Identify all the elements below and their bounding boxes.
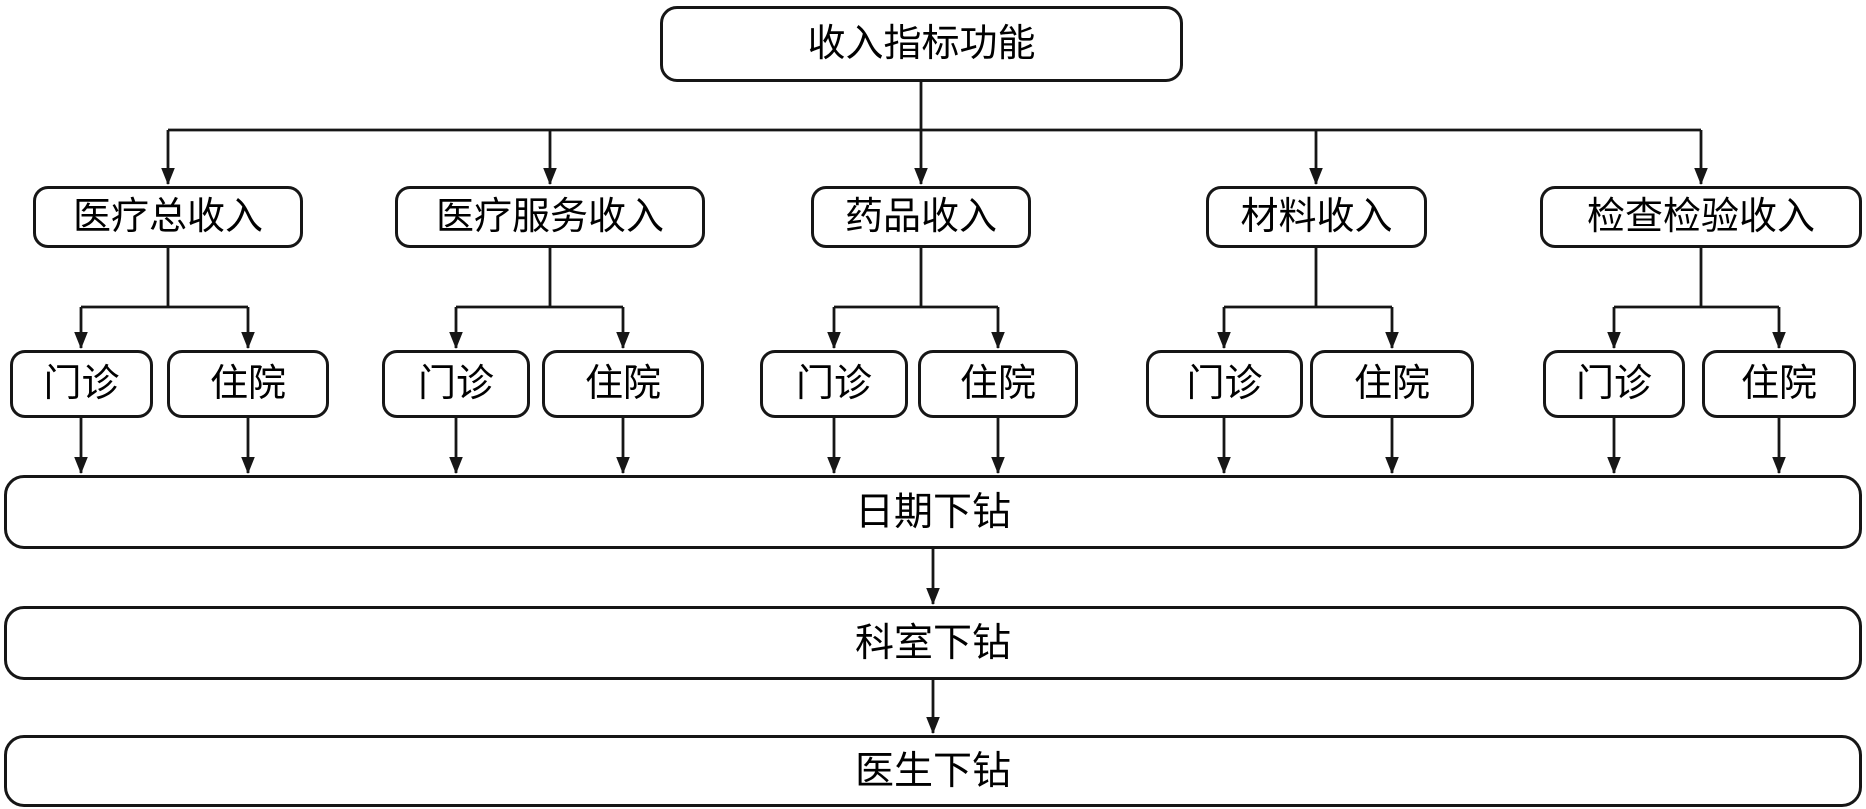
node-label: 门诊 <box>795 363 872 405</box>
node-outpatient-g2: 门诊 <box>382 350 530 418</box>
node-label: 住院 <box>209 363 286 405</box>
node-exam-test-revenue: 检查检验收入 <box>1540 186 1862 248</box>
node-label: 材料收入 <box>1240 196 1393 238</box>
group5-split-line <box>1614 248 1779 309</box>
node-label: 药品收入 <box>844 196 997 238</box>
bar-label: 日期下钻 <box>854 490 1011 534</box>
bar-department-drilldown: 科室下钻 <box>4 606 1862 680</box>
group4-split-line <box>1224 248 1392 309</box>
node-label: 门诊 <box>417 363 494 405</box>
bar-doctor-drilldown: 医生下钻 <box>4 735 1862 807</box>
node-outpatient-g4: 门诊 <box>1146 350 1303 418</box>
node-label: 住院 <box>959 363 1036 405</box>
node-label: 收入指标功能 <box>807 23 1036 65</box>
node-label: 住院 <box>1353 363 1430 405</box>
bar-label: 医生下钻 <box>854 749 1011 793</box>
node-outpatient-g1: 门诊 <box>10 350 153 418</box>
group1-split-line <box>81 248 248 309</box>
node-outpatient-g5: 门诊 <box>1543 350 1685 418</box>
node-label: 住院 <box>1740 363 1817 405</box>
node-inpatient-g4: 住院 <box>1310 350 1474 418</box>
node-material-revenue: 材料收入 <box>1206 186 1427 248</box>
group3-split-line <box>834 248 998 309</box>
node-total-medical-revenue: 医疗总收入 <box>33 186 303 248</box>
node-label: 医疗服务收入 <box>435 196 664 238</box>
node-outpatient-g3: 门诊 <box>760 350 908 418</box>
node-inpatient-g5: 住院 <box>1702 350 1856 418</box>
node-label: 住院 <box>584 363 661 405</box>
node-income-indicator-root: 收入指标功能 <box>660 6 1183 82</box>
node-medical-service-revenue: 医疗服务收入 <box>395 186 705 248</box>
node-label: 门诊 <box>1186 363 1263 405</box>
node-inpatient-g3: 住院 <box>918 350 1078 418</box>
node-label: 检查检验收入 <box>1586 196 1815 238</box>
node-label: 医疗总收入 <box>72 196 263 238</box>
root-rail-line <box>168 82 1701 132</box>
node-inpatient-g1: 住院 <box>167 350 329 418</box>
bar-label: 科室下钻 <box>854 621 1011 665</box>
group2-split-line <box>456 248 623 309</box>
node-label: 门诊 <box>43 363 120 405</box>
node-inpatient-g2: 住院 <box>542 350 704 418</box>
bar-date-drilldown: 日期下钻 <box>4 475 1862 549</box>
node-label: 门诊 <box>1575 363 1652 405</box>
node-drug-revenue: 药品收入 <box>811 186 1031 248</box>
